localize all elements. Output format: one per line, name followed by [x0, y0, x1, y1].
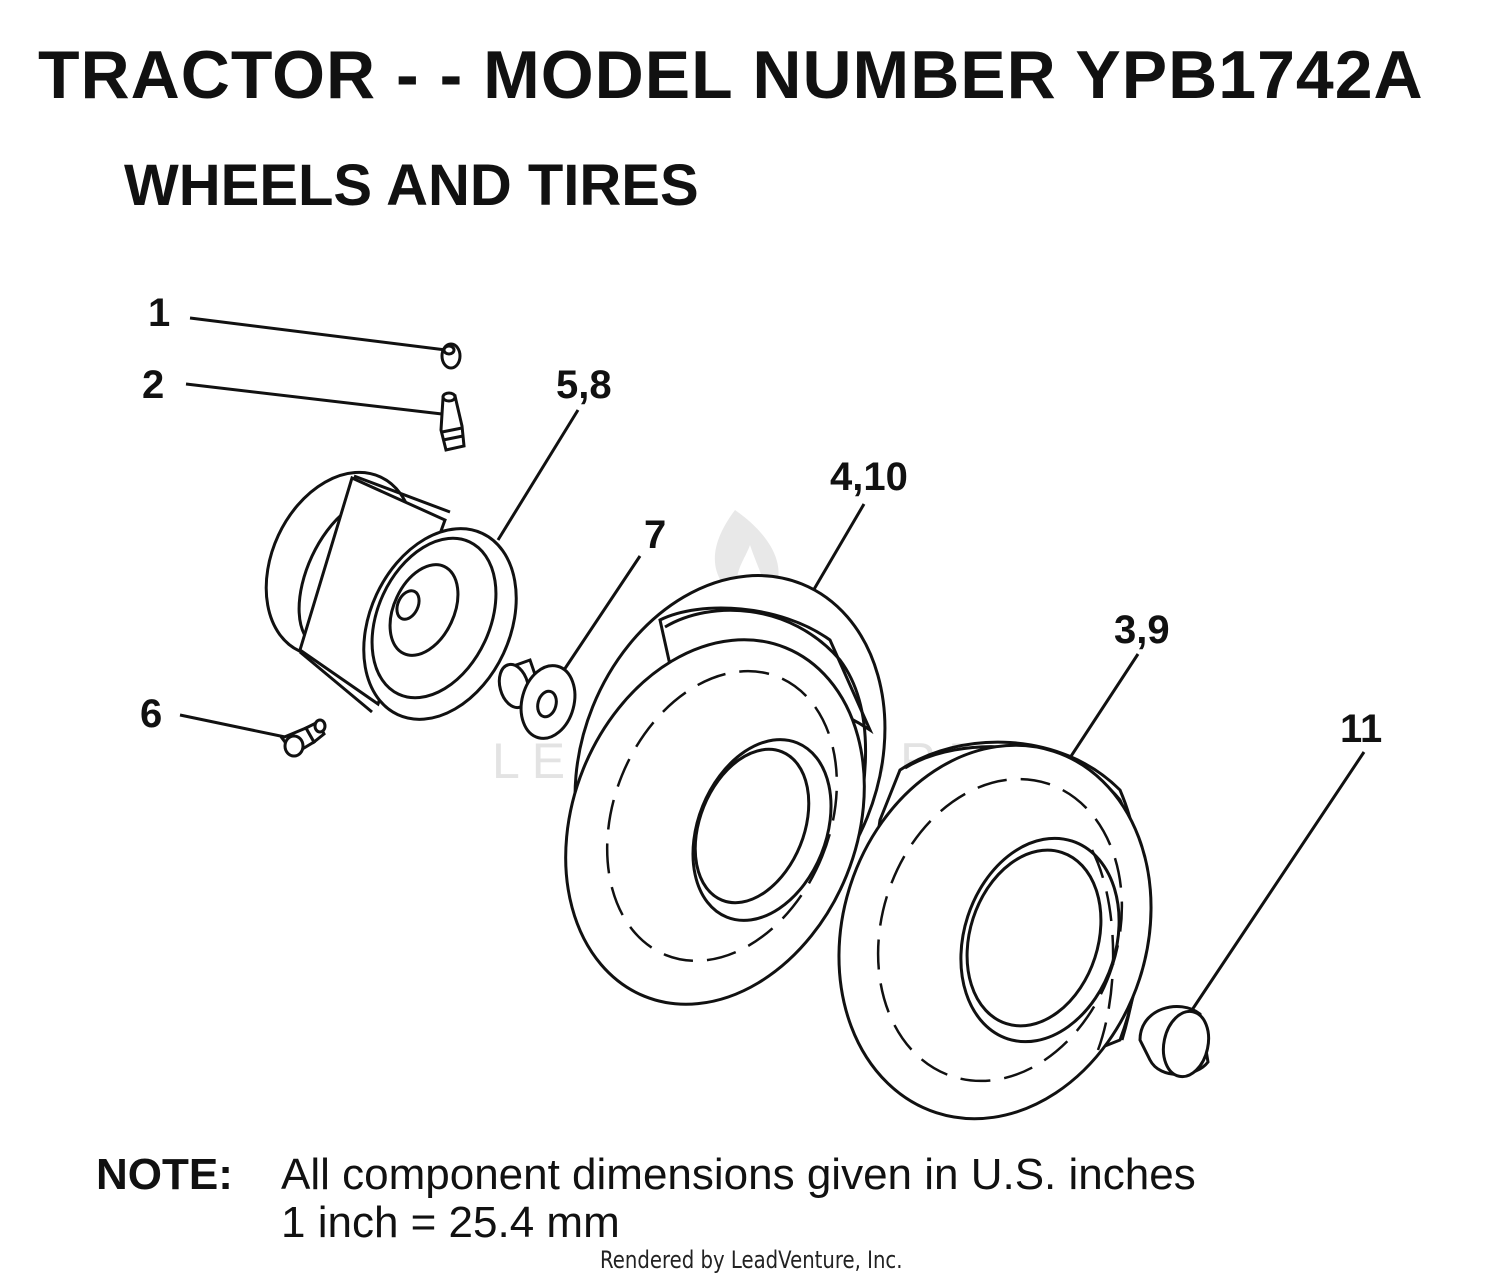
- page-title: TRACTOR - - MODEL NUMBER YPB1742A: [38, 37, 1424, 113]
- leader-line-6: [179, 713, 291, 740]
- leader-line-7: [558, 555, 642, 677]
- valve-stem-icon: [439, 391, 466, 452]
- callout-7: 7: [644, 513, 666, 557]
- section-title: WHEELS AND TIRES: [124, 153, 699, 218]
- leader-line-2: [185, 382, 443, 416]
- leader-line-3-9: [1060, 653, 1140, 771]
- bushing-icon: [497, 658, 577, 740]
- wheel-rim-icon: [264, 470, 518, 721]
- callout-11: 11: [1340, 707, 1382, 751]
- note-line-1: All component dimensions given in U.S. i…: [281, 1150, 1196, 1199]
- callout-1: 1: [148, 291, 170, 335]
- callout-2: 2: [142, 363, 164, 407]
- front-tire-icon: [564, 574, 887, 1006]
- leader-line-1: [189, 316, 447, 352]
- dimension-note: NOTE: All component dimensions given in U…: [96, 1150, 1196, 1200]
- hub-cap-icon: [1138, 1005, 1211, 1079]
- note-line-2: 1 inch = 25.4 mm: [281, 1198, 620, 1247]
- callout-5-8: 5,8: [556, 363, 612, 407]
- callout-4-10: 4,10: [830, 455, 908, 499]
- leader-line-5-8: [496, 409, 580, 541]
- callout-6: 6: [140, 692, 162, 736]
- note-label: NOTE:: [96, 1150, 233, 1199]
- rear-tire-icon: [837, 740, 1153, 1121]
- callout-3-9: 3,9: [1114, 608, 1170, 652]
- grease-fitting-icon: [279, 718, 327, 758]
- leader-line-11: [1186, 751, 1366, 1017]
- rendered-by-footer: Rendered by LeadVenture, Inc.: [600, 1246, 903, 1274]
- leader-lines: [179, 316, 1366, 1017]
- valve-cap-icon: [440, 342, 462, 370]
